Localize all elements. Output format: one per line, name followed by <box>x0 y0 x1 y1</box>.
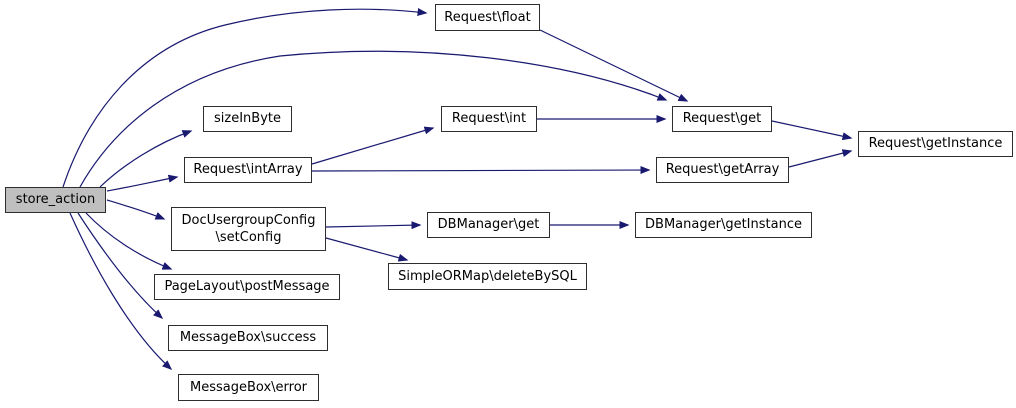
node-messagebox_success[interactable]: MessageBox\success <box>168 325 328 351</box>
node-label: MessageBox\success <box>179 330 317 346</box>
edge-store_action-to-messagebox_success <box>77 212 164 320</box>
edge-store_action-to-pagelayout_postmessage <box>85 212 173 270</box>
edge-store_action-to-sizeinbyte <box>99 130 193 188</box>
node-label: Request\getArray <box>665 162 780 178</box>
node-label: MessageBox\error <box>190 379 307 395</box>
node-label: Request\float <box>444 9 531 25</box>
edge-request_intarray-to-request_getarray <box>311 166 651 175</box>
node-label: sizeInByte <box>214 111 281 127</box>
node-label: Request\get <box>682 111 762 127</box>
node-label: SimpleORMap\deleteBySQL <box>398 268 577 284</box>
node-label: store_action <box>15 192 96 208</box>
node-pagelayout_postmessage[interactable]: PageLayout\postMessage <box>154 274 340 300</box>
node-sizeinbyte[interactable]: sizeInByte <box>203 106 292 132</box>
node-label: DBManager\getInstance <box>645 217 802 233</box>
node-request_getarray[interactable]: Request\getArray <box>656 157 789 183</box>
node-request_int[interactable]: Request\int <box>441 106 537 132</box>
node-label: Request\intArray <box>193 162 303 178</box>
node-store_action: store_action <box>5 187 106 213</box>
edge-request_getarray-to-request_getinstance <box>788 149 853 168</box>
edge-store_action-to-request_intarray <box>106 174 179 192</box>
node-dbmanager_getinstance[interactable]: DBManager\getInstance <box>635 212 812 238</box>
edge-store_action-to-request_float <box>62 8 428 188</box>
node-request_intarray[interactable]: Request\intArray <box>184 157 312 183</box>
node-request_get[interactable]: Request\get <box>672 106 772 132</box>
node-simpleormap_deletebysql[interactable]: SimpleORMap\deleteBySQL <box>388 263 587 290</box>
node-messagebox_error[interactable]: MessageBox\error <box>178 374 319 401</box>
node-docusergroupconfig_setconfig[interactable]: DocUsergroupConfig \setConfig <box>171 207 326 251</box>
edge-request_intarray-to-request_int <box>311 126 435 165</box>
node-request_float[interactable]: Request\float <box>435 4 540 31</box>
edge-docusergroupconfig_setconfig-to-dbmanager_get <box>325 221 422 230</box>
edge-store_action-to-messagebox_error <box>69 212 173 371</box>
node-request_getinstance[interactable]: Request\getInstance <box>858 131 1013 157</box>
node-label: Request\int <box>451 111 527 127</box>
node-dbmanager_get[interactable]: DBManager\get <box>427 212 550 238</box>
edge-request_float-to-request_get <box>539 29 689 102</box>
edge-docusergroupconfig_setconfig-to-simpleormap_deletebysql <box>325 237 409 262</box>
node-label: PageLayout\postMessage <box>164 279 330 295</box>
node-label-line: \setConfig <box>215 230 282 245</box>
edge-store_action-to-request_get <box>79 50 668 188</box>
edge-request_get-to-request_getinstance <box>771 120 853 141</box>
node-label: Request\getInstance <box>868 136 1003 152</box>
node-label-line: DocUsergroupConfig <box>181 212 316 228</box>
node-label: DBManager\get <box>437 217 540 233</box>
edge-store_action-to-docusergroupconfig_setconfig <box>106 199 166 220</box>
